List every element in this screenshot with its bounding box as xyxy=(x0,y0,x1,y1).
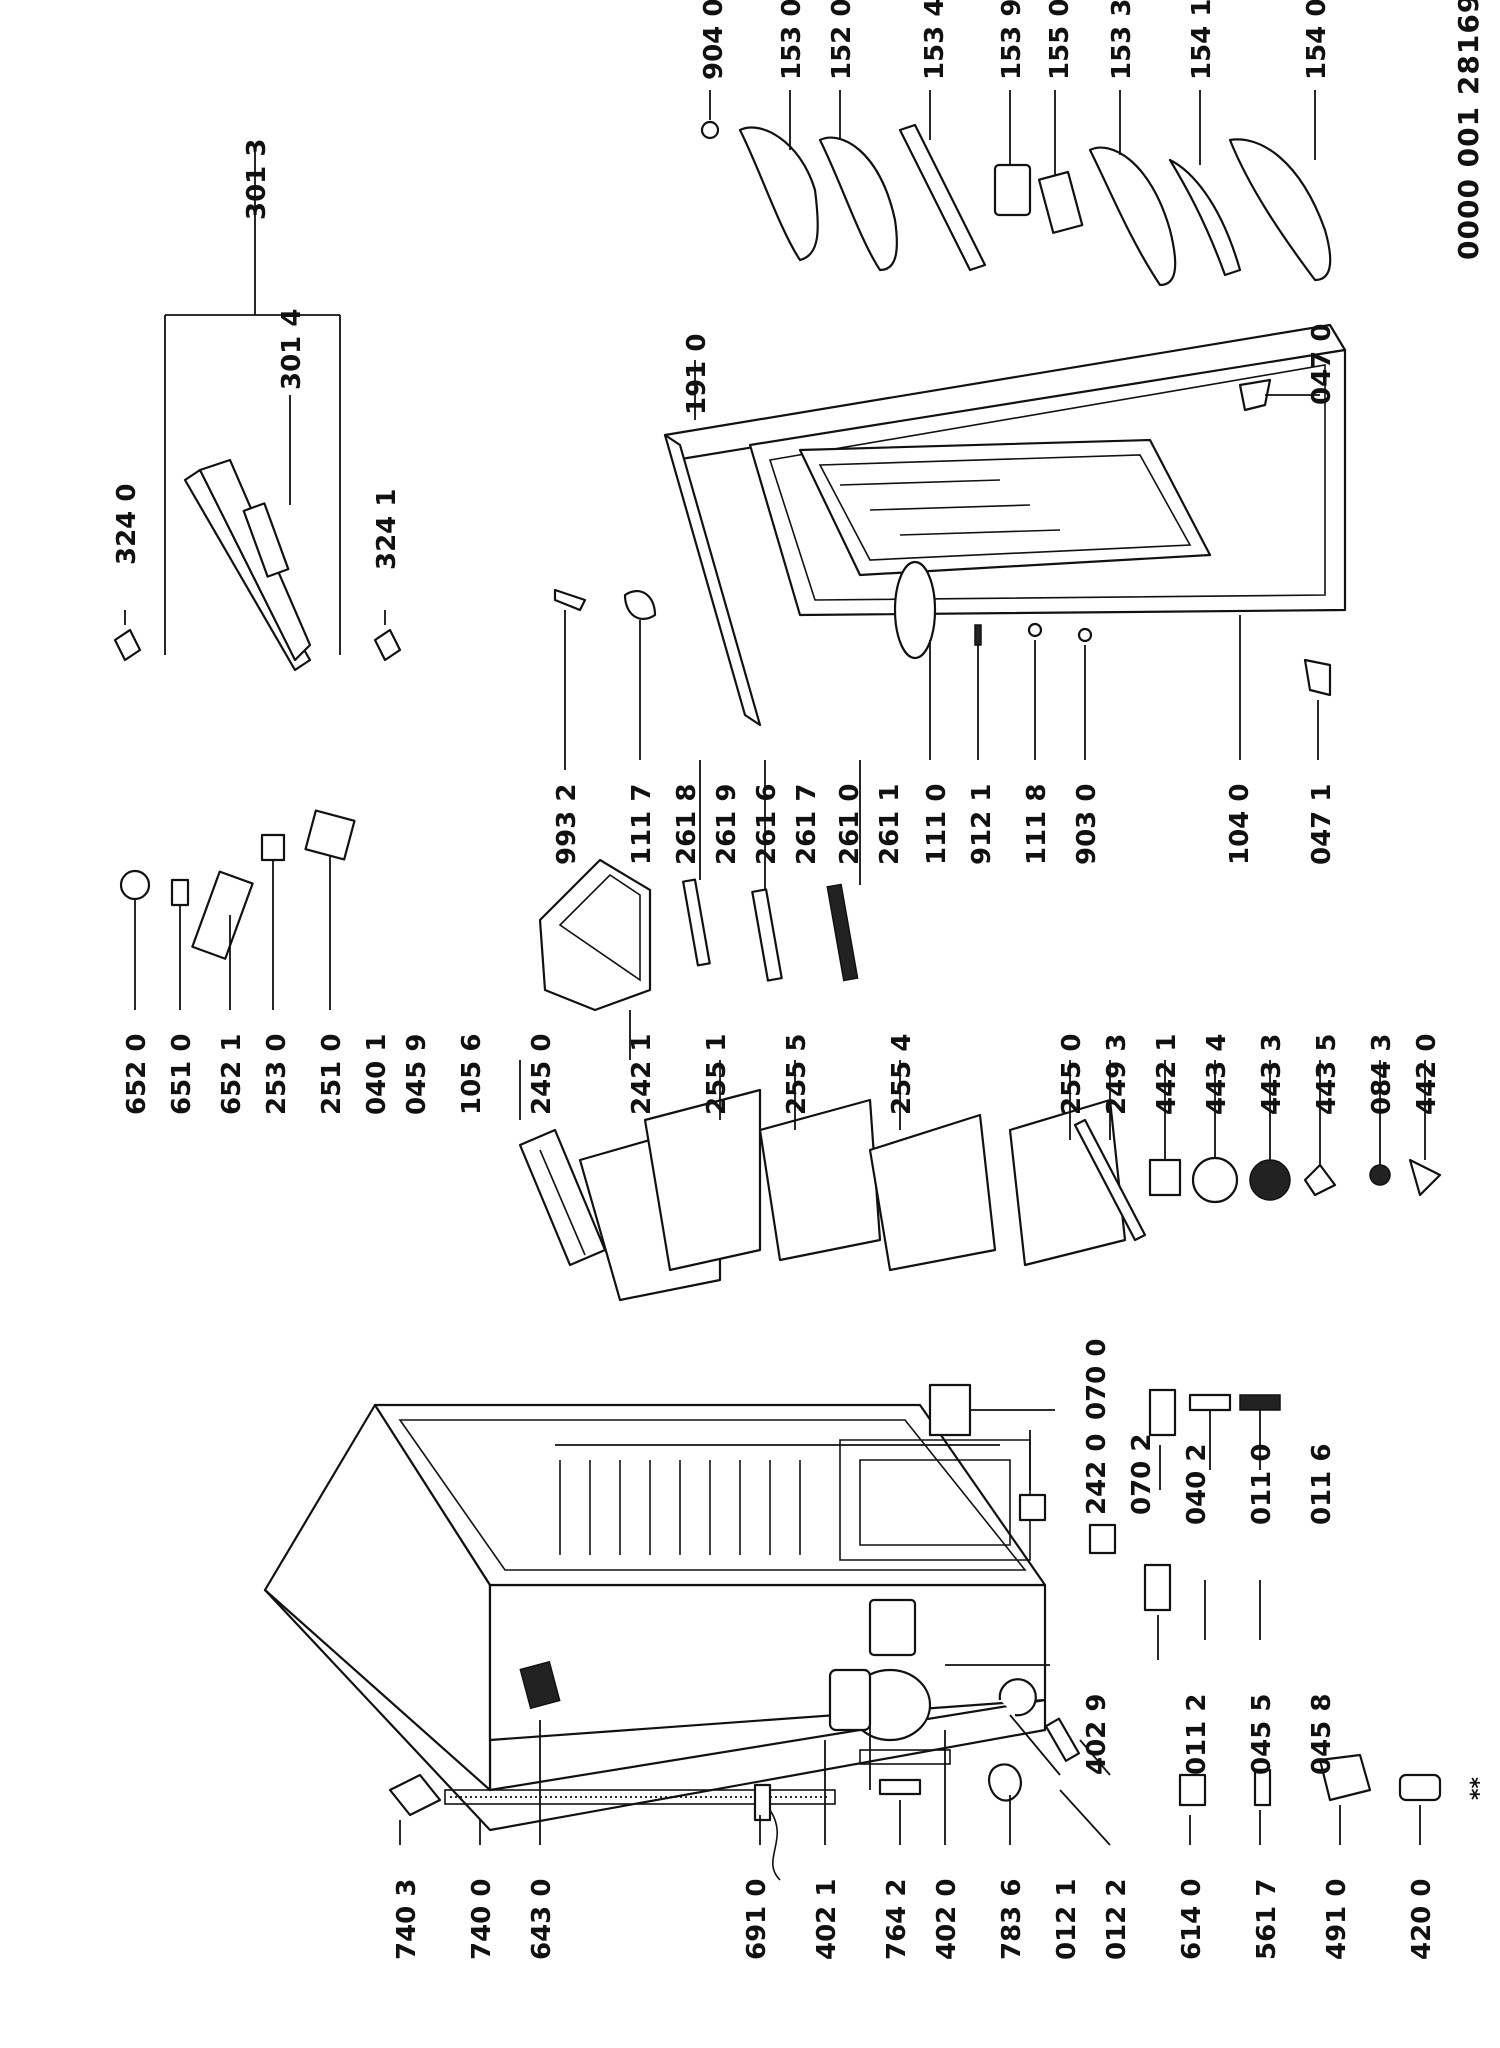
crisper-and-trims xyxy=(538,760,861,1060)
label-011-0: 011 0 xyxy=(1247,1444,1277,1525)
label-104-0: 104 0 xyxy=(1225,784,1255,865)
label-904-0: 904 0 xyxy=(699,0,729,80)
label-191-0: 191 0 xyxy=(682,334,712,415)
label-012-2: 012 2 xyxy=(1102,1879,1132,1960)
label-402-0: 402 0 xyxy=(932,1879,962,1960)
label-012-1: 012 1 xyxy=(1052,1879,1082,1960)
label-783-6: 783 6 xyxy=(997,1879,1027,1960)
label-912-1: 912 1 xyxy=(967,784,997,865)
label-903-0: 903 0 xyxy=(1072,784,1102,865)
label-402-9: 402 9 xyxy=(1082,1694,1112,1775)
label-261-0: 261 0 xyxy=(835,784,865,865)
label-111-8: 111 8 xyxy=(1022,784,1052,865)
label-045-5: 045 5 xyxy=(1247,1694,1277,1775)
label-045-9: 045 9 xyxy=(402,1034,432,1115)
label-740-0: 740 0 xyxy=(467,1879,497,1960)
label-040-1: 040 1 xyxy=(362,1034,392,1115)
part-labels: 301 3 301 4 324 0 324 1 904 0 153 0 152 … xyxy=(112,0,1442,1960)
footnote-mark: ** xyxy=(1467,1776,1492,1800)
label-153-9: 153 9 xyxy=(997,0,1027,80)
door-bins xyxy=(700,90,1332,287)
label-040-2: 040 2 xyxy=(1182,1444,1212,1525)
label-011-2: 011 2 xyxy=(1182,1694,1212,1775)
label-255-1: 255 1 xyxy=(702,1034,732,1115)
label-442-0: 442 0 xyxy=(1412,1034,1442,1115)
label-155-0: 155 0 xyxy=(1045,0,1075,80)
label-153-0: 153 0 xyxy=(777,0,807,80)
label-070-2: 070 2 xyxy=(1127,1434,1157,1515)
label-045-8: 045 8 xyxy=(1307,1694,1337,1775)
label-261-8: 261 8 xyxy=(672,784,702,865)
label-614-0: 614 0 xyxy=(1177,1879,1207,1960)
label-261-6: 261 6 xyxy=(752,784,782,865)
label-084-3: 084 3 xyxy=(1367,1034,1397,1115)
label-652-0: 652 0 xyxy=(122,1034,152,1115)
document-code: 0000 001 28169 xyxy=(1452,0,1485,260)
label-047-0: 047 0 xyxy=(1307,324,1337,405)
label-324-1: 324 1 xyxy=(372,489,402,570)
hardware-lower xyxy=(869,1383,1281,1790)
label-255-4: 255 4 xyxy=(887,1034,917,1115)
label-153-4: 153 4 xyxy=(920,0,950,80)
label-251-0: 251 0 xyxy=(317,1034,347,1115)
label-652-1: 652 1 xyxy=(217,1034,247,1115)
top-panel-assembly xyxy=(113,150,402,672)
label-047-1: 047 1 xyxy=(1307,784,1337,865)
label-105-6: 105 6 xyxy=(457,1034,487,1115)
label-261-1: 261 1 xyxy=(875,784,905,865)
label-154-1: 154 1 xyxy=(1187,0,1217,80)
label-301-4: 301 4 xyxy=(277,309,307,390)
label-764-2: 764 2 xyxy=(882,1879,912,1960)
label-111-7: 111 7 xyxy=(627,784,657,865)
label-111-0: 111 0 xyxy=(922,784,952,865)
left-bottom-parts xyxy=(388,1720,1442,1881)
label-255-0: 255 0 xyxy=(1057,1034,1087,1115)
label-011-6: 011 6 xyxy=(1307,1444,1337,1525)
refrigerator-cabinet xyxy=(263,1403,1047,1832)
label-242-0: 242 0 xyxy=(1082,1434,1112,1515)
label-324-0: 324 0 xyxy=(112,484,142,565)
label-442-1: 442 1 xyxy=(1152,1034,1182,1115)
door-assembly xyxy=(663,323,1347,727)
label-402-1: 402 1 xyxy=(812,1879,842,1960)
label-242-1: 242 1 xyxy=(627,1034,657,1115)
label-253-0: 253 0 xyxy=(262,1034,292,1115)
label-740-3: 740 3 xyxy=(392,1879,422,1960)
label-154-0: 154 0 xyxy=(1302,0,1332,80)
shelves xyxy=(518,1060,1147,1302)
label-443-4: 443 4 xyxy=(1202,1034,1232,1115)
label-153-3: 153 3 xyxy=(1107,0,1137,80)
label-561-7: 561 7 xyxy=(1252,1879,1282,1960)
label-691-0: 691 0 xyxy=(742,1879,772,1960)
control-parts xyxy=(119,809,356,1010)
label-261-9: 261 9 xyxy=(712,784,742,865)
label-491-0: 491 0 xyxy=(1322,1879,1352,1960)
label-301-3: 301 3 xyxy=(242,139,272,220)
label-245-0: 245 0 xyxy=(527,1034,557,1115)
label-443-3: 443 3 xyxy=(1257,1034,1287,1115)
label-993-2: 993 2 xyxy=(552,784,582,865)
fan-parts xyxy=(1148,1060,1442,1204)
label-651-0: 651 0 xyxy=(167,1034,197,1115)
label-249-3: 249 3 xyxy=(1102,1034,1132,1115)
label-255-5: 255 5 xyxy=(782,1034,812,1115)
label-261-7: 261 7 xyxy=(792,784,822,865)
door-small-parts xyxy=(553,360,1332,770)
label-643-0: 643 0 xyxy=(527,1879,557,1960)
label-443-5: 443 5 xyxy=(1312,1034,1342,1115)
label-152-0: 152 0 xyxy=(827,0,857,80)
label-070-0: 070 0 xyxy=(1082,1339,1112,1420)
label-420-0: 420 0 xyxy=(1407,1879,1437,1960)
